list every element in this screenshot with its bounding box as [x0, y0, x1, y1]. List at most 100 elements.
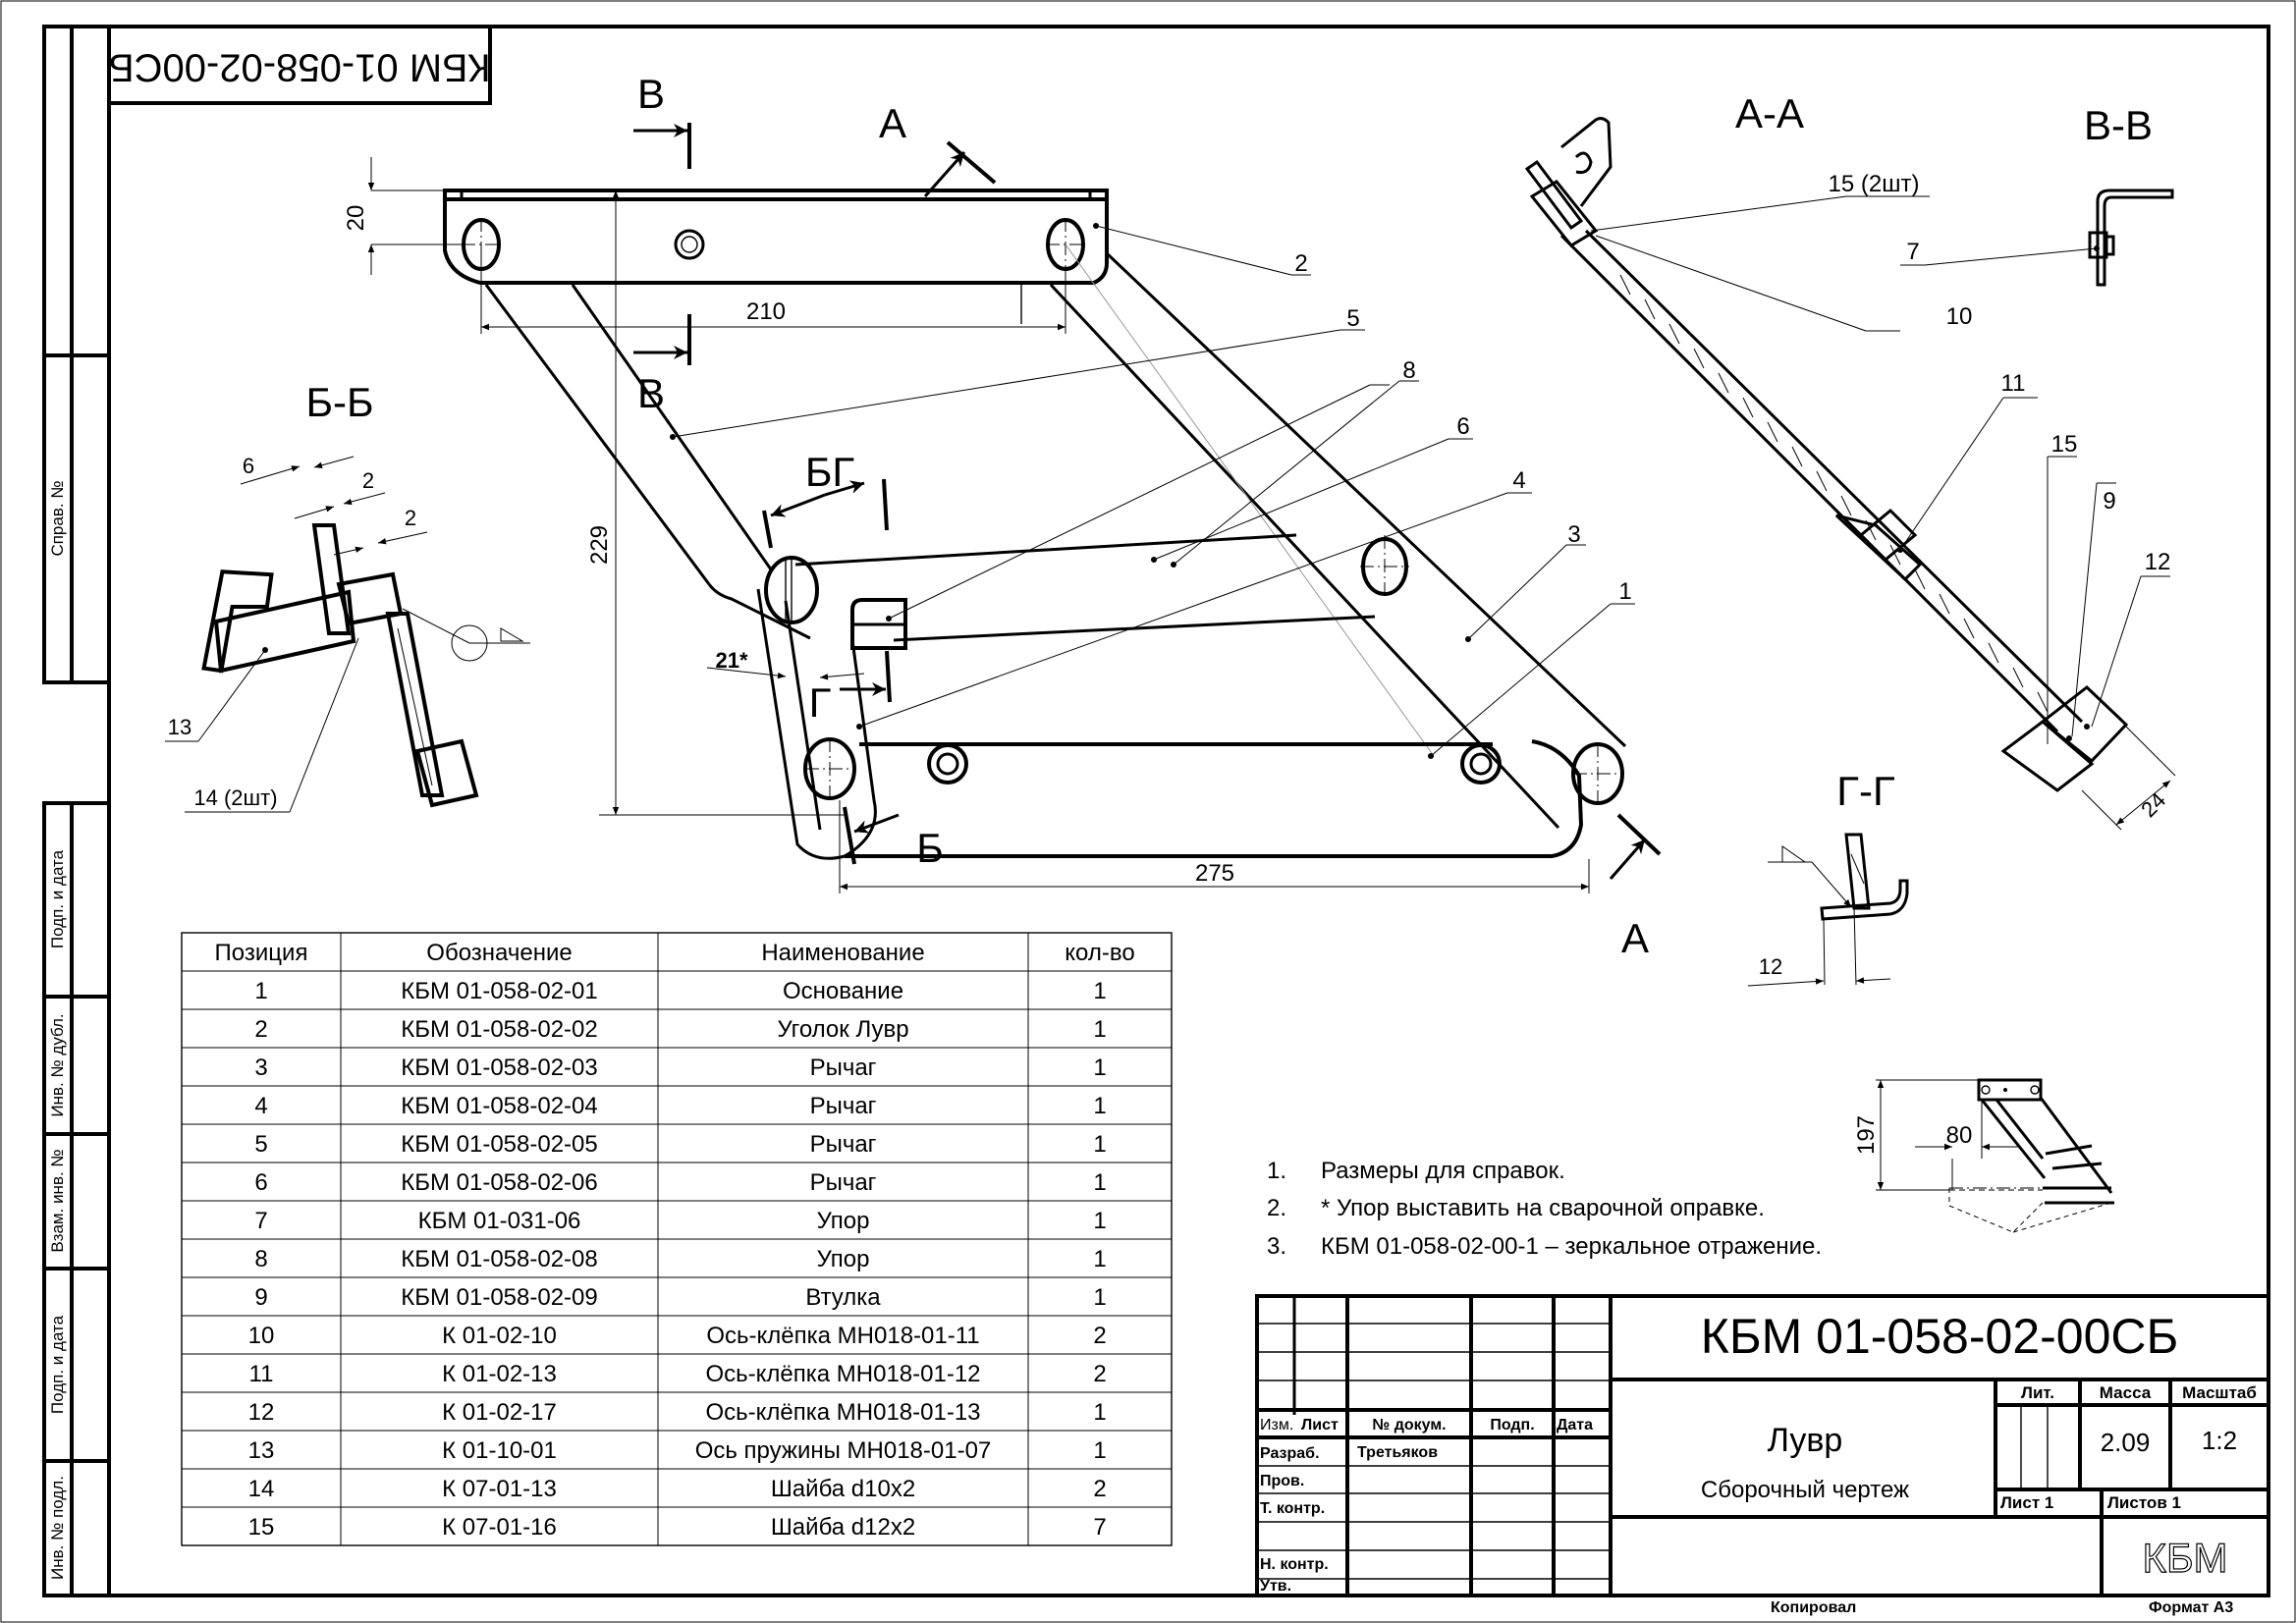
col-sign: Подп. — [1490, 1417, 1534, 1434]
scale-value: 1:2 — [2202, 1426, 2237, 1455]
table-row: 2 КБМ 01-058-02-02 Уголок Лувр 1 — [254, 1016, 1106, 1043]
callout-2: 2 — [1294, 250, 1307, 277]
table-cell: 1 — [1093, 1399, 1106, 1426]
callout-8: 8 — [1402, 357, 1415, 384]
callout-9: 9 — [2103, 488, 2115, 514]
dim-275: 275 — [1195, 860, 1234, 887]
table-cell: 1 — [1093, 1016, 1106, 1043]
section-vv-drawing — [1900, 189, 2174, 287]
header-lit: Лит. — [2021, 1383, 2054, 1402]
header-scale: Масштаб — [2182, 1383, 2257, 1402]
parts-table-header: Позиция — [215, 940, 308, 966]
callout-4: 4 — [1512, 467, 1525, 494]
section-vv-title: В-В — [2084, 102, 2153, 148]
side-stamp-2: Инв. № дубл. — [48, 1013, 67, 1116]
name-0: Третьяков — [1357, 1444, 1438, 1461]
table-cell: Уголок Лувр — [777, 1016, 908, 1043]
table-cell: Рычаг — [810, 1131, 877, 1158]
table-cell: 12 — [248, 1399, 275, 1426]
table-cell: 3 — [254, 1055, 267, 1081]
table-cell: 1 — [1093, 1208, 1106, 1234]
table-cell: КБМ 01-058-02-06 — [401, 1169, 598, 1196]
section-bb-title: Б-Б — [305, 379, 373, 425]
side-stamp-3: Взам. инв. № — [48, 1149, 67, 1252]
table-cell: 7 — [1093, 1514, 1106, 1541]
table-cell: КБМ 01-058-02-08 — [401, 1246, 598, 1272]
callout-5: 5 — [1346, 305, 1359, 332]
table-cell: 1 — [1093, 978, 1106, 1004]
copied-label: Копировал — [1771, 1599, 1856, 1616]
table-cell: Втулка — [805, 1284, 881, 1311]
table-cell: Ось-клёпка МН018-01-11 — [706, 1323, 979, 1349]
table-cell: Рычаг — [810, 1055, 877, 1081]
table-cell: К 01-02-10 — [442, 1323, 557, 1349]
cut-label-g: Г — [809, 679, 832, 726]
table-cell: 1 — [1093, 1093, 1106, 1119]
dim-197: 197 — [1853, 1115, 1880, 1155]
table-cell: Основание — [783, 978, 903, 1004]
note-1-num: 1. — [1267, 1158, 1286, 1184]
main-dimensions — [367, 157, 1590, 893]
table-cell: 14 — [248, 1476, 275, 1502]
col-date: Дата — [1557, 1417, 1593, 1434]
header-mass: Масса — [2100, 1383, 2152, 1402]
dim-bb-2a: 2 — [362, 468, 374, 493]
reference-view — [1876, 1078, 2114, 1233]
table-cell: Шайба d12x2 — [771, 1514, 915, 1541]
sheets-label: Листов 1 — [2107, 1493, 2181, 1512]
note-3-num: 3. — [1267, 1233, 1286, 1260]
col-doc: № докум. — [1372, 1417, 1446, 1434]
dim-80: 80 — [1946, 1122, 1973, 1149]
table-cell: КБМ 01-058-02-02 — [401, 1016, 598, 1043]
callout-7: 7 — [1906, 239, 1919, 265]
table-cell: 2 — [1093, 1476, 1106, 1502]
table-cell: КБМ 01-058-02-09 — [401, 1284, 598, 1311]
table-cell: 5 — [254, 1131, 267, 1158]
table-cell: К 01-02-17 — [442, 1399, 557, 1426]
table-cell: Ось пружины МН018-01-07 — [695, 1437, 992, 1464]
parts-table-header: Наименование — [761, 940, 924, 966]
role-0: Разраб. — [1260, 1445, 1320, 1462]
callout-3: 3 — [1567, 521, 1580, 548]
table-cell: Рычаг — [810, 1093, 877, 1119]
table-cell: 11 — [249, 1361, 274, 1387]
dim-210: 210 — [746, 298, 786, 325]
main-assembly-view — [443, 189, 1627, 860]
col-izm: Изм. — [1260, 1417, 1293, 1434]
table-cell: 2 — [254, 1016, 267, 1043]
side-stamp-5: Инв. № подл. — [48, 1476, 67, 1580]
table-cell: 1 — [1093, 1437, 1106, 1464]
table-cell: 1 — [1093, 1055, 1106, 1081]
role-5: Утв. — [1260, 1578, 1291, 1595]
role-4: Н. контр. — [1260, 1556, 1329, 1573]
section-gg-title: Г-Г — [1836, 768, 1894, 814]
section-markers — [633, 123, 1662, 880]
dim-229: 229 — [586, 525, 613, 565]
table-cell: 1 — [1093, 1169, 1106, 1196]
table-cell: КБМ 01-058-02-03 — [401, 1055, 598, 1081]
table-cell: 2 — [1093, 1323, 1106, 1349]
section-aa-title: А-А — [1735, 90, 1804, 136]
cut-label-b-top: БГ — [805, 449, 854, 495]
table-cell: 1 — [1093, 1246, 1106, 1272]
side-stamp-4: Подп. и дата — [48, 1315, 67, 1414]
title-name: Лувр — [1768, 1422, 1843, 1459]
table-cell: 8 — [254, 1246, 267, 1272]
table-cell: Ось-клёпка МН018-01-12 — [705, 1361, 980, 1387]
kbm-logo: КБМ — [2142, 1534, 2228, 1581]
callout-15-aa: 15 (2шт) — [1829, 171, 1920, 197]
table-row: 3 КБМ 01-058-02-03 Рычаг 1 — [254, 1055, 1106, 1081]
table-cell: К 07-01-13 — [442, 1476, 557, 1502]
table-cell: Ось-клёпка МН018-01-13 — [705, 1399, 980, 1426]
table-cell: Упор — [817, 1208, 870, 1234]
